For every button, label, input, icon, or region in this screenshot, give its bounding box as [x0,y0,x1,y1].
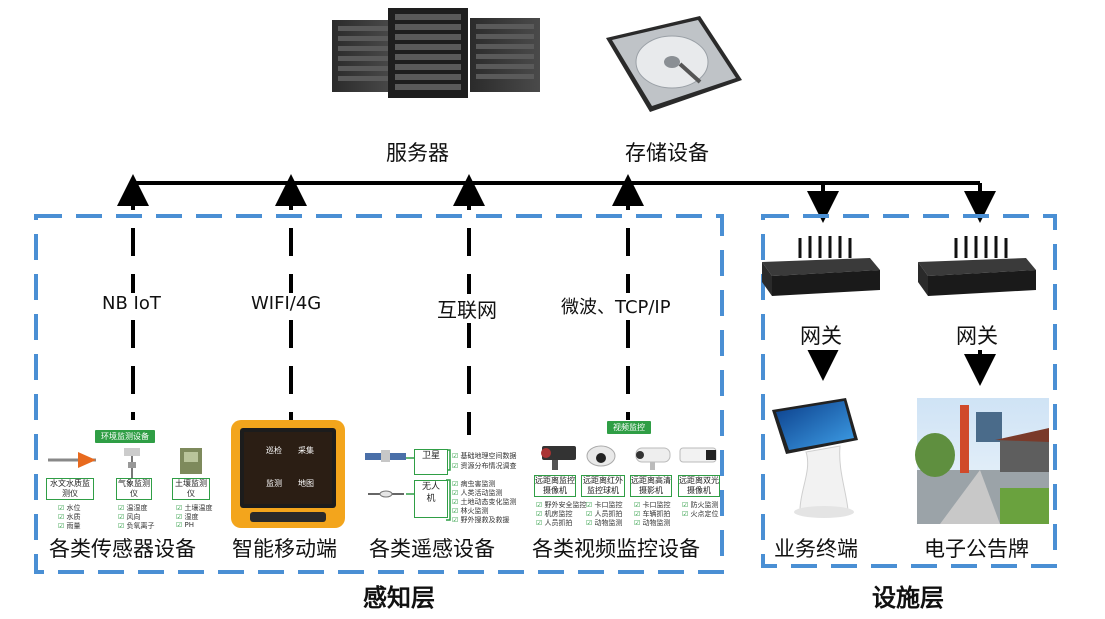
camera-icon-3 [635,447,671,470]
sensor-item: PH [176,521,195,529]
storage-icon [606,16,742,112]
sensor-item: 雨量 [58,521,81,531]
weather-sensor-icon [124,448,140,478]
sensor-item: 土壤温度 [176,503,213,513]
camera-item: 卡口监控 [586,500,623,510]
drone-box: 无人机 [414,480,448,518]
remote-item: 资源分布情况调查 [452,461,517,471]
sensor-item: 湿度 [176,512,199,522]
gateway-device-1 [762,236,880,296]
sensor-box-weather: 气象监测仪 [116,478,152,500]
env-monitor-tag: 环境监测设备 [95,430,155,443]
camera-item: 防火监测 [682,500,719,510]
sensor-item: 温湿度 [118,503,148,513]
mobile-screen-item: 监测 [266,479,282,488]
video-monitor-tag: 视频监控 [607,421,651,434]
link-label-nbiot: NB IoT [99,293,164,314]
camera-item: 机房监控 [536,509,573,519]
gateway-device-2 [918,236,1036,296]
satellite-icon [365,450,406,462]
mobile-screen-item: 巡检 [266,446,282,455]
hydrology-sensor-icon [48,452,96,468]
sensor-item: 水位 [58,503,81,513]
sensor-item: 风向 [118,512,141,522]
link-lines [131,228,630,435]
satellite-box: 卫星 [414,449,448,475]
sensors-label: 各类传感器设备 [49,537,196,561]
camera-item: 动物监测 [586,518,623,528]
drone-icon [368,490,404,498]
camera-item: 火点定位 [682,509,719,519]
camera-icon-2 [586,445,616,467]
link-label-microwave: 微波、TCP/IP [558,293,674,319]
billboard-photo [915,398,1049,524]
mobile-screen-item: 采集 [298,446,314,455]
server-label: 服务器 [386,141,449,165]
perception-layer-label: 感知层 [363,584,435,612]
camera-box-4: 远距离双光摄像机 [678,475,720,497]
remote-item: 人类活动监测 [452,488,503,498]
layer-boxes [34,214,1057,574]
soil-sensor-icon [180,448,202,474]
camera-item: 野外安全监控 [536,500,587,510]
gateway-label-1: 网关 [798,320,844,350]
remote-item: 基础地理空间数据 [452,451,517,461]
remote-sensing-label: 各类遥感设备 [369,537,495,561]
sensor-item: 水质 [58,512,81,522]
remote-item: 野外搜救及救援 [452,515,510,525]
camera-icon-1 [541,446,576,470]
remote-item: 林火监测 [452,506,489,516]
camera-item: 动物监测 [634,518,671,528]
sensor-item: 负氧离子 [118,521,155,531]
billboard-label: 电子公告牌 [924,537,1029,561]
video-monitor-label: 各类视频监控设备 [532,537,700,561]
gateway-label-2: 网关 [954,320,1000,350]
camera-item: 人员抓拍 [586,509,623,519]
mobile-screen-item: 地图 [298,479,314,488]
link-label-wifi: WIFI/4G [248,293,325,314]
facility-layer-label: 设施层 [872,584,944,612]
server-icon [332,8,540,98]
kiosk-terminal-icon [772,398,858,518]
remote-bracket [406,449,451,521]
sensor-box-hydrology: 水文水质监测仪 [46,478,94,500]
camera-box-1: 远距离监控摄像机 [534,475,576,497]
camera-item: 卡口监控 [634,500,671,510]
remote-item: 病虫害监测 [452,479,496,489]
link-label-internet: 互联网 [434,294,500,323]
sensor-box-soil: 土壤监测仪 [172,478,210,500]
terminal-label: 业务终端 [774,537,858,561]
camera-box-3: 远距离高清摄影机 [630,475,672,497]
storage-label: 存储设备 [625,141,709,165]
camera-box-2: 远距离红外监控球机 [581,475,625,497]
camera-icon-4 [679,447,717,463]
mobile-device-icon [231,420,345,528]
up-arrows [117,174,644,210]
remote-item: 土地动态变化监测 [452,497,517,507]
camera-item: 人员抓拍 [536,518,573,528]
mobile-label: 智能移动端 [232,537,337,561]
camera-item: 车辆抓拍 [634,509,671,519]
